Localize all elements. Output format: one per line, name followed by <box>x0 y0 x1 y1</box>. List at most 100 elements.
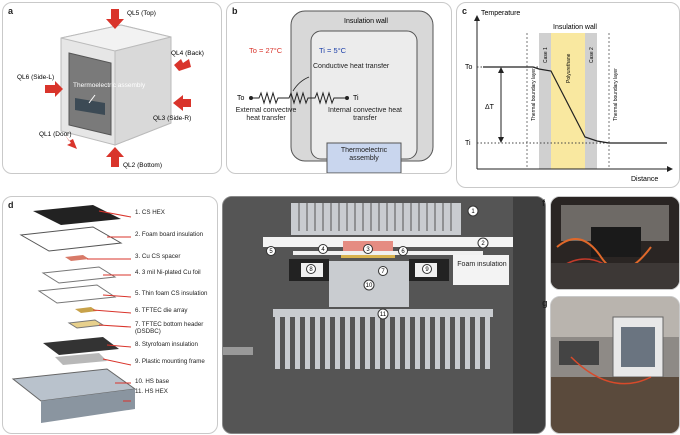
to-label: To <box>465 64 473 71</box>
layer-styrofoam <box>43 337 119 355</box>
ti-label: Ti <box>465 140 471 147</box>
assembly-label: Thermoelectric assembly <box>73 82 146 89</box>
panel-c-label: c <box>462 6 468 16</box>
delta-t-label: ΔT <box>485 104 495 111</box>
callout-7: 7 <box>381 269 385 275</box>
assembly-label: Thermoelectric assembly <box>340 147 388 162</box>
panel-c: c Temperature Distance Insulation wall T… <box>456 2 680 188</box>
insulation-wall-label: Insulation wall <box>553 24 597 31</box>
photo-instrument <box>559 341 599 365</box>
case-2-layer <box>585 33 597 169</box>
delta-t-down <box>498 137 504 143</box>
exploded-view <box>11 205 137 423</box>
callout-5: 5 <box>269 249 273 255</box>
legend-item: 2. Foam board insulation <box>135 231 204 238</box>
layer-thin-foam <box>37 284 117 304</box>
x-axis-arrow <box>667 166 673 172</box>
callouts <box>266 205 489 320</box>
callout-1: 1 <box>471 209 475 215</box>
y-axis-arrow <box>474 15 480 21</box>
legend-item: 6. TFTEC die array <box>135 307 188 314</box>
cross-section-diagram: 1 2 3 4 5 6 7 8 9 10 11 Foam insulation <box>223 197 545 433</box>
legend-item: 7. TFTEC bottom header (DSDBC) <box>135 321 204 335</box>
arrow-7 <box>98 324 132 328</box>
component-legend: 1. CS HEX 2. Foam board insulation 3. Cu… <box>135 209 215 398</box>
callout-10: 10 <box>366 283 373 289</box>
assembly-leader <box>88 94 96 104</box>
photo-setup-g <box>551 297 679 433</box>
q-top-label: QL5 (Top) <box>127 10 156 17</box>
legend-item: 10. HS base <box>135 378 170 385</box>
legend-item: 8. Styrofoam insulation <box>135 341 198 348</box>
arrow-1 <box>98 210 132 218</box>
arrow-top <box>106 9 124 29</box>
layer-mounting-frame <box>55 353 107 365</box>
case-2-label: Case 2 <box>589 47 595 63</box>
conductive-label-box: Conductive heat transfer <box>313 63 390 70</box>
cs-hex-fins <box>298 203 452 231</box>
layer-foam-board <box>19 226 123 252</box>
conductive-leader <box>292 76 310 92</box>
node-ti <box>345 96 349 100</box>
photo-setup-f <box>551 197 679 289</box>
photo-base <box>551 263 679 289</box>
cabinet-interior <box>68 52 112 136</box>
q-bottom-label: QL2 (Bottom) <box>123 162 162 169</box>
callout-6: 6 <box>401 249 405 255</box>
panel-b-label: b <box>232 6 238 16</box>
arrow-6 <box>92 309 132 314</box>
internal-label: Internal convective heat transfer <box>328 107 402 122</box>
polyurethane-label: Polyurethane <box>566 53 572 83</box>
panel-e: e <box>222 196 546 434</box>
panel-f-letter: f <box>542 198 545 208</box>
arrow-side-right <box>173 95 191 111</box>
side-rod <box>223 347 253 355</box>
callout-3: 3 <box>366 247 370 253</box>
thin-foam <box>293 251 483 255</box>
q-door-label: QL1 (Door) <box>39 131 72 138</box>
insulation-wall-label: Insulation wall <box>344 18 388 25</box>
delta-t-up <box>498 67 504 73</box>
conductive-label: Conductive heat transfer <box>313 63 390 70</box>
arrow-9 <box>102 358 132 366</box>
arrow-5 <box>102 294 132 298</box>
thermoelectric-assembly-box <box>326 142 402 173</box>
node-to <box>249 96 253 100</box>
callout-8: 8 <box>309 267 313 273</box>
q-back-label: QL4 (Back) <box>171 50 204 57</box>
panel-a-label: a <box>8 6 14 16</box>
to-temperature: To = 27°C <box>249 46 283 55</box>
ti-node-label: Ti <box>353 95 359 102</box>
legend-item: 1. CS HEX <box>135 209 165 216</box>
photo-device <box>591 227 641 257</box>
foam-label-box: Foam insulation <box>457 261 507 268</box>
tftec-die <box>341 255 395 258</box>
panel-g-letter: g <box>542 298 548 308</box>
panel-f: f <box>550 196 680 290</box>
legend-item: 5. Thin foam CS insulation <box>135 290 208 297</box>
legend-item: 4. 3 mil Ni-plated Cu foil <box>135 269 201 276</box>
temperature-profile: Temperature Distance Insulation wall To … <box>465 10 673 183</box>
arrow-8 <box>106 344 132 348</box>
thermoelectric-assembly-block <box>75 98 105 115</box>
refrigerator-diagram: QL5 (Top) QL4 (Back) QL6 (Side-L) QL3 (S… <box>17 9 204 169</box>
foam-board <box>263 237 543 247</box>
layer-tftec-die <box>75 307 97 313</box>
q-side-right-label: QL3 (Side-R) <box>153 115 191 122</box>
layer-cs-hex <box>33 205 121 225</box>
tbl-left-label: Thermal boundary layer <box>531 68 537 121</box>
cs-hex-body <box>291 203 461 235</box>
layer-ni-foil <box>41 266 117 284</box>
temperature-curve <box>483 66 667 144</box>
layer-bottom-header <box>67 319 105 329</box>
foam-label: Foam insulation <box>457 261 507 268</box>
case-1-layer <box>539 33 551 169</box>
panel-d-label: d <box>8 200 14 210</box>
x-label: Distance <box>631 176 658 183</box>
to-node-label: To <box>237 95 245 102</box>
panel-d: d 1. CS HEX 2. Foam board insulation 3. … <box>2 196 218 434</box>
hs-hex-fins <box>275 317 490 369</box>
internal-label-box: Internal convective heat transfer <box>328 107 402 122</box>
external-label-box: External convective heat transfer <box>236 107 297 122</box>
right-wall <box>513 197 545 433</box>
